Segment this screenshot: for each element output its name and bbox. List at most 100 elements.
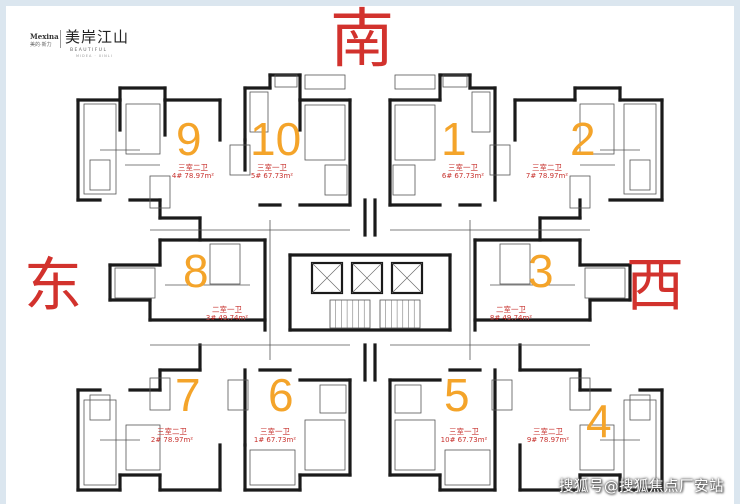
balcony-outline <box>394 74 436 90</box>
room-outline <box>125 424 161 471</box>
unit-label: 三室二卫 4# 78.97m² <box>168 163 218 181</box>
room-outline <box>471 91 491 133</box>
unit-label: 三室二卫 9# 78.97m² <box>520 427 576 445</box>
bathroom-outline <box>324 164 348 196</box>
elevator-shaft <box>390 261 424 295</box>
elevator-shaft <box>350 261 384 295</box>
unit-area: 1# 67.73m² <box>253 436 297 445</box>
bathroom-outline <box>209 243 241 285</box>
bathroom-outline <box>569 377 591 411</box>
watermark-text: 搜狐号@搜狐焦点厂安站 <box>559 479 724 495</box>
unit-area: 10# 67.73m² <box>440 436 488 445</box>
unit-area: 7# 78.97m² <box>525 172 569 181</box>
bathroom-outline <box>229 144 251 176</box>
elevator-cross <box>351 262 383 294</box>
bathroom-outline <box>392 164 416 196</box>
unit-number: 9 <box>176 113 202 165</box>
unit-type: 三室二卫 <box>157 427 187 436</box>
bathroom-outline <box>319 384 347 414</box>
bathroom-outline <box>569 175 591 209</box>
unit-area: 8# 49.74m² <box>489 314 533 323</box>
logo-brand-text: Mexina <box>30 32 59 41</box>
unit-label: 三室一卫 6# 67.73m² <box>436 163 490 181</box>
bathroom-outline <box>489 144 511 176</box>
unit-number: 4 <box>586 395 612 447</box>
room-outline <box>249 91 269 133</box>
direction-south-label: 南 <box>330 3 394 77</box>
bathroom-outline <box>629 159 651 191</box>
room-outline <box>579 424 615 471</box>
unit-label: 二室一卫 8# 49.74m² <box>484 305 538 323</box>
frame-border-top <box>0 0 740 6</box>
unit-label: 二室一卫 3# 49.74m² <box>200 305 254 323</box>
unit-type: 三室一卫 <box>449 427 479 436</box>
direction-west-label: 西 <box>626 251 685 319</box>
unit-type: 二室一卫 <box>212 305 242 314</box>
unit-number: 10 <box>250 113 302 165</box>
bathroom-outline <box>149 377 171 411</box>
balcony-outline <box>442 74 468 88</box>
room-outline <box>83 399 117 486</box>
elevator-cross <box>391 262 423 294</box>
frame-border-left <box>0 0 6 504</box>
logo-english-sub: MIDEA · XINLI <box>76 54 113 58</box>
unit-type: 三室二卫 <box>533 427 563 436</box>
unit-type: 三室一卫 <box>260 427 290 436</box>
elevator-cross <box>311 262 343 294</box>
room-outline <box>249 449 296 486</box>
unit-label: 三室一卫 5# 67.73m² <box>247 163 297 181</box>
unit-number: 6 <box>268 369 294 421</box>
logo-brand-subtext: 美的·新力 <box>30 42 52 48</box>
room-outline <box>579 103 615 155</box>
unit-number: 1 <box>441 113 467 165</box>
balcony-outline <box>274 74 298 88</box>
bathroom-outline <box>89 159 111 191</box>
unit-type: 二室一卫 <box>496 305 526 314</box>
frame-border-right <box>734 0 740 504</box>
unit-area: 2# 78.97m² <box>150 436 194 445</box>
unit-number: 3 <box>528 245 554 297</box>
room-outline <box>394 104 436 161</box>
unit-type: 三室一卫 <box>448 163 478 172</box>
logo-separator <box>60 30 61 48</box>
room-outline <box>584 267 626 299</box>
unit-number: 8 <box>183 245 209 297</box>
room-outline <box>304 104 346 161</box>
logo-english-name: BEAUTIFUL <box>70 48 108 53</box>
unit-type: 三室一卫 <box>257 163 287 172</box>
room-outline <box>623 103 657 195</box>
unit-label: 三室二卫 2# 78.97m² <box>145 427 199 445</box>
unit-area: 4# 78.97m² <box>171 172 215 181</box>
brand-logo: Mexina 美的·新力 美岸江山 BEAUTIFUL MIDEA · XINL… <box>30 26 150 66</box>
room-outline <box>304 419 346 471</box>
logo-project-name: 美岸江山 <box>65 28 130 46</box>
unit-type: 三室二卫 <box>532 163 562 172</box>
bathroom-outline <box>629 394 651 421</box>
unit-label: 三室二卫 7# 78.97m² <box>520 163 574 181</box>
bathroom-outline <box>491 379 513 411</box>
room-outline <box>394 419 436 471</box>
bathroom-outline <box>394 384 422 414</box>
unit-number: 2 <box>570 113 596 165</box>
bathroom-outline <box>499 243 531 285</box>
bathroom-outline <box>149 175 171 209</box>
room-outline <box>623 399 657 486</box>
unit-number: 5 <box>444 369 470 421</box>
unit-area: 6# 67.73m² <box>441 172 485 181</box>
unit-area: 5# 67.73m² <box>250 172 294 181</box>
room-outline <box>125 103 161 155</box>
unit-number: 7 <box>175 369 201 421</box>
elevator-shaft <box>310 261 344 295</box>
room-outline <box>444 449 491 486</box>
unit-type: 三室二卫 <box>178 163 208 172</box>
room-outline <box>114 267 156 299</box>
bathroom-outline <box>227 379 249 411</box>
unit-label: 三室一卫 1# 67.73m² <box>248 427 302 445</box>
unit-area: 3# 49.74m² <box>205 314 249 323</box>
balcony-outline <box>304 74 346 90</box>
direction-east-label: 东 <box>24 251 83 319</box>
room-outline <box>83 103 117 195</box>
unit-label: 三室一卫 10# 67.73m² <box>436 427 492 445</box>
